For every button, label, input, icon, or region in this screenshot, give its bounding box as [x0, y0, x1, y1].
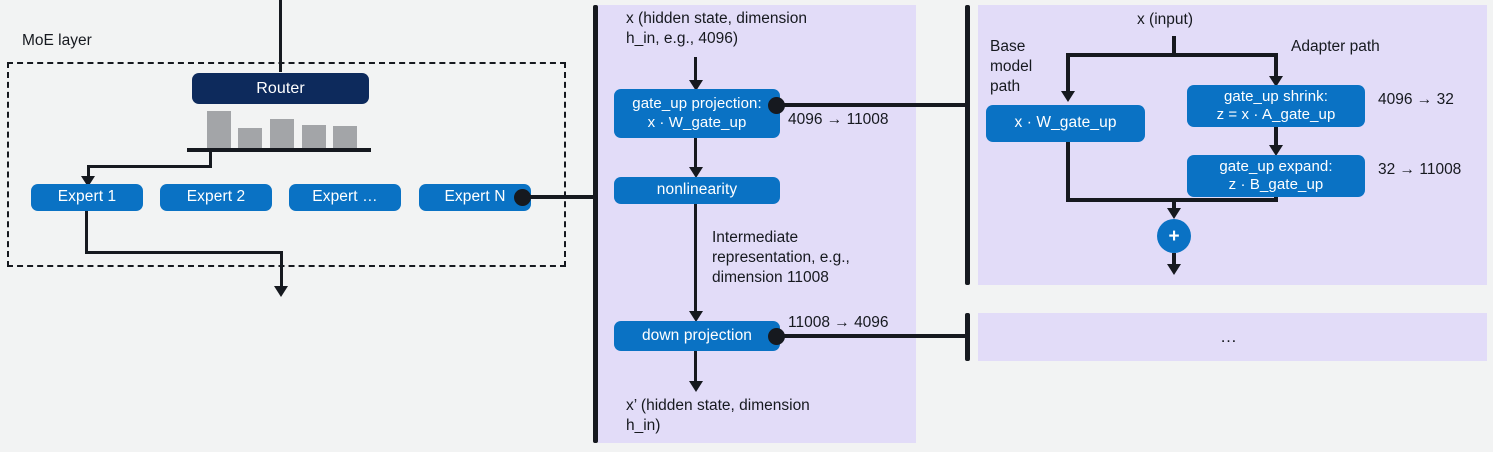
adapter-panel-background: [978, 5, 1487, 285]
ffn-input-arrowhead: [689, 80, 703, 91]
shrink-to-expand-line: [1274, 127, 1278, 148]
expert-node-2[interactable]: Expert 2: [160, 184, 272, 211]
ffn-output-line: [694, 351, 697, 384]
base-to-merge-vertical: [1066, 142, 1070, 202]
gate-up-dims-label: 4096 → 11008: [788, 111, 889, 128]
gate-up-shrink-node[interactable]: gate_up shrink: z = x · A_gate_up: [1187, 85, 1365, 127]
adapter-output-arrowhead: [1167, 264, 1181, 275]
ffn-output-arrowhead: [689, 381, 703, 392]
expert-n-to-ffn-line: [522, 195, 598, 199]
router-histogram-bar-2: [238, 128, 262, 148]
adapter-branch-vertical: [1274, 53, 1278, 79]
ffn-panel-bracket: [593, 5, 598, 443]
gate-up-expand-dims-label: 32 → 11008: [1378, 161, 1462, 178]
nonlinearity-to-down-line: [694, 204, 697, 314]
moe-layer-dashed-box: [7, 62, 566, 267]
base-model-path-label: Base model path: [990, 38, 1033, 96]
router-histogram-baseline: [187, 148, 371, 152]
expert1-to-output-vertical: [85, 211, 88, 254]
down-projection-to-continuation-line: [776, 334, 968, 338]
moe-output-vertical: [280, 251, 283, 288]
router-to-expert1-vertical-b: [87, 165, 90, 178]
adapter-input-label: x (input): [1137, 11, 1193, 28]
down-projection-node[interactable]: down projection: [614, 321, 780, 351]
router-to-expert1-horizontal: [87, 165, 212, 168]
moe-output-arrowhead: [274, 286, 288, 297]
router-to-expert1-arrowhead: [81, 176, 95, 187]
adapter-path-label: Adapter path: [1291, 38, 1380, 55]
router-histogram-bar-1: [207, 111, 231, 148]
gate-up-to-adapter-line: [776, 103, 968, 107]
base-gate-up-node[interactable]: x · W_gate_up: [986, 105, 1145, 142]
adapter-sum-node[interactable]: +: [1157, 219, 1191, 253]
adapter-panel-bracket: [965, 5, 970, 285]
router-histogram-bar-5: [333, 126, 357, 148]
router-histogram-bar-4: [302, 125, 326, 148]
expert1-to-output-horizontal: [85, 251, 283, 254]
adapter-branch-arrowhead: [1269, 76, 1283, 87]
gate-up-projection-node[interactable]: gate_up projection: x · W_gate_up: [614, 89, 780, 138]
intermediate-representation-label: Intermediate representation, e.g., dimen…: [712, 229, 850, 287]
ffn-output-label: x’ (hidden state, dimension h_in): [626, 397, 810, 435]
ffn-panel-background: [598, 5, 916, 443]
router-node[interactable]: Router: [192, 73, 369, 104]
shrink-to-expand-arrowhead: [1269, 145, 1283, 156]
base-branch-arrowhead: [1061, 91, 1075, 102]
ffn-input-label: x (hidden state, dimension h_in, e.g., 4…: [626, 10, 807, 48]
merge-to-plus-arrowhead: [1167, 208, 1181, 219]
router-to-expert1-vertical-a: [209, 152, 212, 168]
adapter-input-split-horizontal: [1066, 53, 1278, 57]
continuation-ellipsis-label: …: [1220, 327, 1239, 346]
nonlinearity-to-down-arrowhead: [689, 311, 703, 322]
base-branch-vertical: [1066, 53, 1070, 94]
ffn-input-arrow-line: [694, 57, 697, 82]
expert-node-n[interactable]: Expert N: [419, 184, 531, 211]
down-projection-dims-label: 11008 → 4096: [788, 314, 889, 331]
continuation-panel-bracket: [965, 313, 970, 361]
router-histogram-bar-3: [270, 119, 294, 148]
gate-up-to-nonlinearity-arrowhead: [689, 167, 703, 178]
gate-up-shrink-dims-label: 4096 → 32: [1378, 91, 1454, 108]
moe-input-line: [279, 0, 282, 72]
expert-node-1[interactable]: Expert 1: [31, 184, 143, 211]
nonlinearity-node[interactable]: nonlinearity: [614, 177, 780, 204]
expert-node-3[interactable]: Expert …: [289, 184, 401, 211]
merge-to-plus-vertical: [1172, 198, 1176, 211]
gate-up-to-nonlinearity-line: [694, 138, 697, 170]
continuation-panel-background: [978, 313, 1487, 361]
gate-up-expand-node[interactable]: gate_up expand: z · B_gate_up: [1187, 155, 1365, 197]
adapter-input-vertical: [1172, 36, 1176, 56]
adapter-output-line: [1172, 253, 1176, 267]
moe-layer-label: MoE layer: [22, 32, 92, 49]
